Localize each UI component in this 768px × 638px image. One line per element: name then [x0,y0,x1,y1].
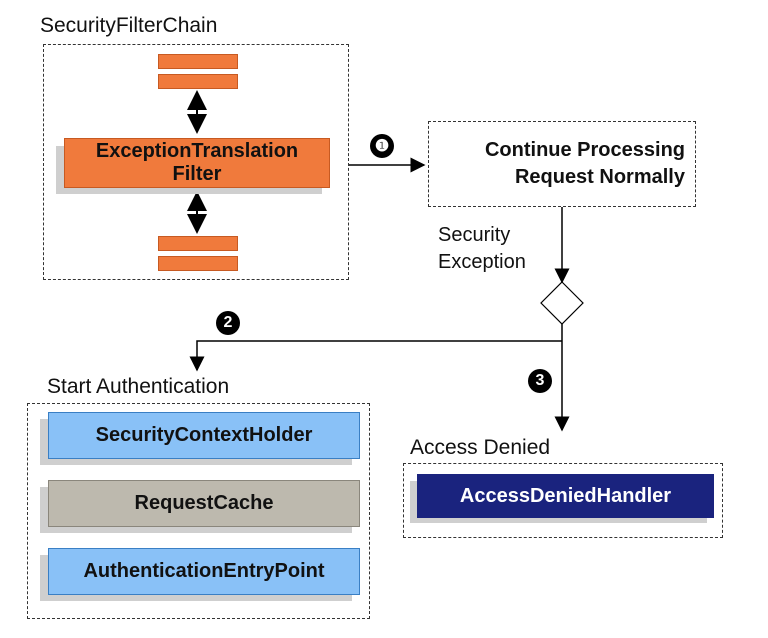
step-2-badge: 2 [216,311,240,335]
request-cache-box: RequestCache [48,480,360,527]
exception-translation-filter: ExceptionTranslation Filter [64,138,330,188]
filter-bar-4 [158,256,238,271]
security-filter-chain-title: SecurityFilterChain [40,14,218,37]
filter-bar-2 [158,74,238,89]
filter-bar-3 [158,236,238,251]
step-3-badge: 3 [528,369,552,393]
start-authentication-container [27,403,370,619]
access-denied-handler-box: AccessDeniedHandler [417,474,714,518]
security-exception-label: Security Exception [438,224,526,273]
continue-processing-box: Continue Processing Request Normally [428,121,696,207]
step-1-badge: ❶ [370,134,394,158]
access-denied-title: Access Denied [410,436,551,459]
start-authentication-title: Start Authentication [47,375,230,398]
security-filter-chain-container [43,44,349,280]
access-denied-container [403,463,723,538]
decision-diamond [540,281,584,325]
filter-bar-1 [158,54,238,69]
security-context-holder-box: SecurityContextHolder [48,412,360,459]
authentication-entry-point-box: AuthenticationEntryPoint [48,548,360,595]
arrow-to-start-authentication [189,340,562,372]
